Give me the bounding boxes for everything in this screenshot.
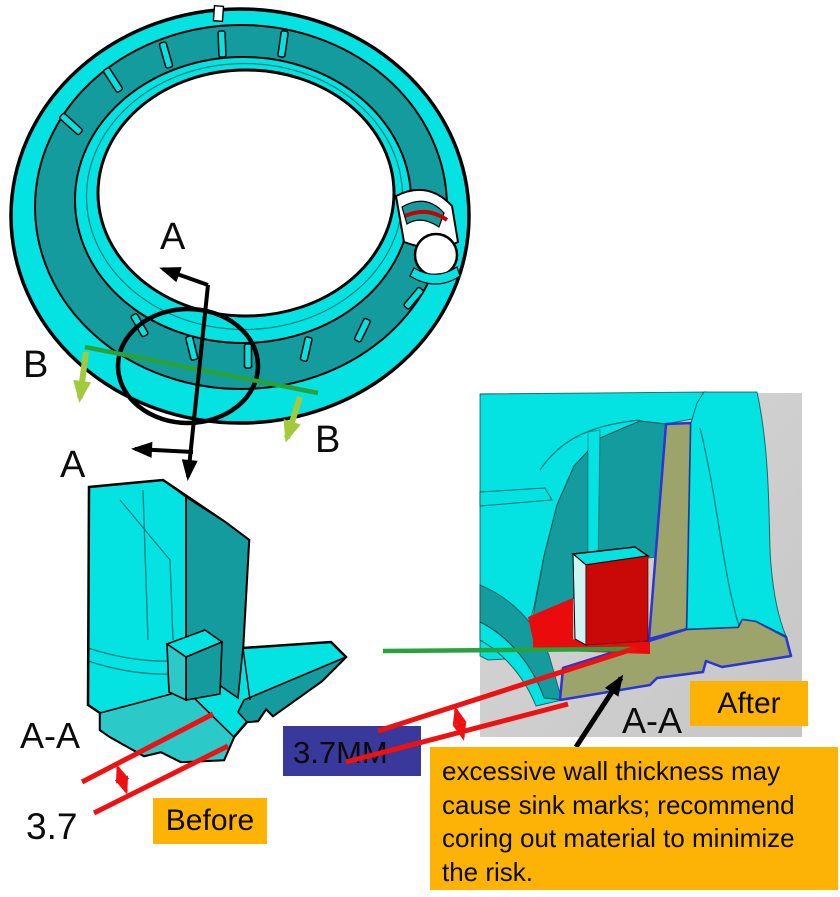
after-dim-line-upper	[377, 645, 637, 734]
note-arrow	[573, 674, 624, 749]
label-b-right: B	[315, 419, 341, 461]
label-a-top: A	[160, 216, 186, 258]
before-boss-side	[166, 642, 187, 702]
section-b-arrow-right	[283, 396, 303, 443]
thickness-callout-text: 3.7MM	[293, 735, 388, 770]
after-right-band	[686, 391, 787, 638]
notch-hole	[413, 232, 459, 278]
after-wall-strip	[587, 429, 601, 563]
before-state-badge: Before	[153, 798, 267, 844]
before-dim-line-upper	[80, 711, 215, 785]
before-dim-line-lower	[92, 743, 230, 816]
before-section-label: A-A	[20, 715, 81, 756]
ring-parting-gap	[212, 4, 225, 23]
excess-material-block	[585, 555, 649, 646]
after-dim-arrow	[452, 706, 467, 741]
excess-block-side	[572, 552, 587, 646]
after-section-label: A-A	[622, 700, 683, 741]
ring-ribs	[59, 30, 424, 369]
label-b-left: B	[23, 344, 49, 386]
section-b-line	[84, 344, 319, 396]
label-a-bottom: A	[60, 444, 86, 486]
section-a-arrow-bottom	[131, 441, 194, 458]
ring-center-hole	[96, 68, 396, 318]
thickness-callout-box: 3.7MM	[283, 726, 421, 776]
section-b-arrow-left	[73, 351, 92, 403]
notch-red-arc	[404, 209, 449, 222]
ring-part-model	[9, 4, 471, 425]
detail-highlight-circle	[115, 306, 261, 426]
ring-notch-detail	[394, 189, 461, 285]
section-a-arrow-top	[159, 267, 209, 287]
before-flange-front-face	[237, 656, 347, 723]
excess-material-floor	[528, 598, 573, 640]
section-a-line	[181, 284, 210, 481]
before-dim-arrow	[114, 764, 130, 795]
wall-location-green-line	[382, 646, 632, 654]
after-state-badge: After	[690, 681, 808, 726]
before-section-model	[86, 478, 348, 764]
after-ledge-rib	[479, 487, 553, 507]
before-thickness-value: 3.7	[26, 806, 78, 847]
recommendation-note: excessive wall thickness may cause sink …	[430, 747, 838, 890]
